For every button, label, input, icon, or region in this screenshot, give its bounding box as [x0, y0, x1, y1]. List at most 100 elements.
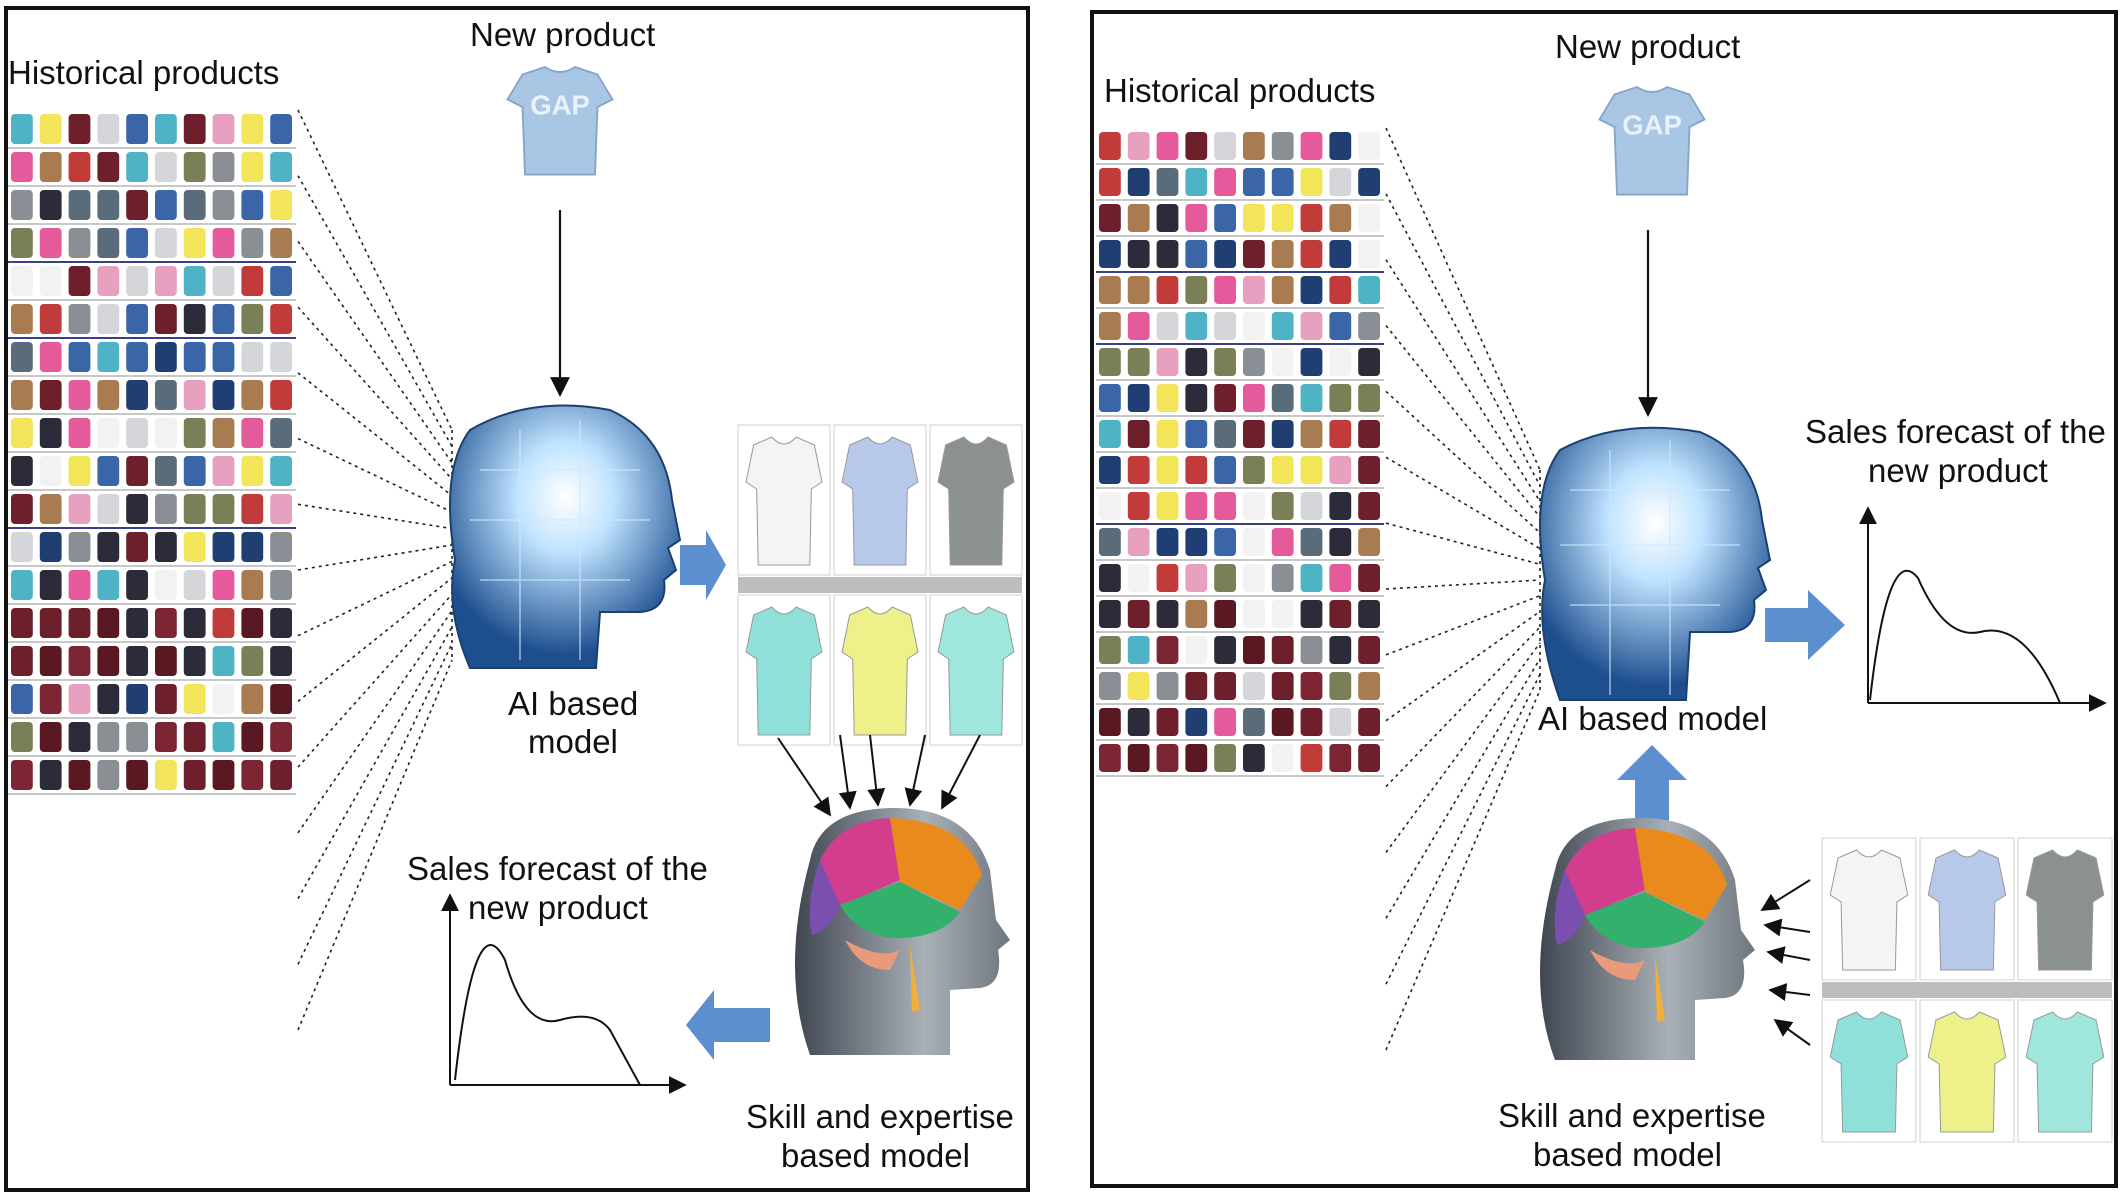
- garment-thumbnail: [126, 646, 148, 676]
- garment-thumbnail: [183, 684, 206, 714]
- garment-thumbnail: [1127, 348, 1150, 376]
- garment-thumbnail: [1099, 276, 1121, 304]
- garment-thumbnail: [1300, 636, 1323, 664]
- garment-thumbnail: [212, 494, 235, 524]
- skill-label-line1: Skill and expertise: [746, 1098, 1014, 1135]
- garment-thumbnail: [1156, 384, 1179, 412]
- garment-thumbnail: [1099, 636, 1121, 664]
- garment-thumbnail: [155, 266, 177, 296]
- garment-thumbnail: [1214, 348, 1236, 376]
- garment-thumbnail: [11, 760, 33, 790]
- garment-thumbnail: [1214, 636, 1236, 664]
- garment-thumbnail: [1329, 636, 1352, 664]
- svg-text:GAP: GAP: [1622, 110, 1682, 141]
- garment-thumbnail: [1156, 528, 1179, 556]
- garment-thumbnail: [1358, 744, 1380, 772]
- garment-thumbnail: [1214, 564, 1236, 592]
- connector-lines: [1385, 127, 1541, 1051]
- garment-thumbnail: [270, 152, 292, 182]
- garment-thumbnail: [1271, 564, 1294, 592]
- garment-thumbnail: [1271, 456, 1294, 484]
- garment-thumbnail: [270, 114, 292, 144]
- garment-thumbnail: [155, 722, 177, 752]
- garment-thumbnail: [1329, 240, 1352, 268]
- garment-thumbnail: [97, 418, 120, 448]
- garment-thumbnail: [241, 304, 264, 334]
- garment-thumbnail: [68, 152, 91, 182]
- garment-thumbnail: [1243, 744, 1265, 772]
- garment-thumbnail: [1214, 708, 1236, 736]
- garment-thumbnail: [1127, 312, 1150, 340]
- garment-thumbnail: [1214, 240, 1236, 268]
- garment-thumbnail: [1185, 348, 1208, 376]
- garment-thumbnail: [1271, 708, 1294, 736]
- garment-shape: [937, 606, 1015, 736]
- garment-thumbnail: [1329, 708, 1352, 736]
- garment-thumbnail: [1185, 240, 1208, 268]
- garment-shape: [1927, 1011, 2007, 1133]
- garment-thumbnail: [1099, 456, 1121, 484]
- garment-thumbnail: [1243, 672, 1265, 700]
- garment-thumbnail: [39, 342, 62, 372]
- garment-thumbnail: [1243, 708, 1265, 736]
- garment-shape: [841, 436, 919, 566]
- input-products-grid: [1821, 837, 2113, 1143]
- garment-thumbnail: [1329, 312, 1352, 340]
- garment-thumbnail: [1329, 132, 1352, 160]
- garment-thumbnail: [68, 418, 91, 448]
- garment-thumbnail: [126, 684, 148, 714]
- garment-thumbnail: [1156, 420, 1179, 448]
- garment-thumbnail: [97, 380, 120, 410]
- garment-shape: [2025, 849, 2105, 971]
- garment-thumbnail: [212, 266, 235, 296]
- garment-thumbnail: [68, 304, 91, 334]
- garment-thumbnail: [1300, 276, 1323, 304]
- garment-thumbnail: [1185, 564, 1208, 592]
- garment-thumbnail: [1185, 672, 1208, 700]
- garment-thumbnail: [1329, 744, 1352, 772]
- garment-thumbnail: [11, 532, 33, 562]
- garment-thumbnail: [1214, 276, 1236, 304]
- garment-thumbnail: [1099, 240, 1121, 268]
- garment-thumbnail: [183, 266, 206, 296]
- garment-thumbnail: [1156, 636, 1179, 664]
- garment-thumbnail: [68, 570, 91, 600]
- garment-thumbnail: [1358, 528, 1380, 556]
- garment-thumbnail: [1099, 744, 1121, 772]
- garment-shape: [1829, 849, 1909, 971]
- garment-thumbnail: [97, 152, 120, 182]
- garment-thumbnail: [1185, 420, 1208, 448]
- garment-thumbnail: [1127, 672, 1150, 700]
- garment-thumbnail: [126, 304, 148, 334]
- garment-thumbnail: [1358, 564, 1380, 592]
- garment-thumbnail: [11, 684, 33, 714]
- garment-thumbnail: [183, 114, 206, 144]
- garment-thumbnail: [183, 228, 206, 258]
- garment-thumbnail: [126, 608, 148, 638]
- garment-thumbnail: [126, 152, 148, 182]
- garment-thumbnail: [1300, 168, 1323, 196]
- garment-thumbnail: [1214, 384, 1236, 412]
- garment-thumbnail: [270, 228, 292, 258]
- garment-thumbnail: [1300, 312, 1323, 340]
- garment-thumbnail: [97, 190, 120, 220]
- garment-thumbnail: [155, 342, 177, 372]
- garment-thumbnail: [97, 570, 120, 600]
- garment-thumbnail: [1243, 384, 1265, 412]
- garment-thumbnail: [11, 418, 33, 448]
- garment-thumbnail: [1300, 492, 1323, 520]
- garment-thumbnail: [1127, 708, 1150, 736]
- garment-thumbnail: [1185, 312, 1208, 340]
- garment-thumbnail: [39, 228, 62, 258]
- garment-thumbnail: [1243, 132, 1265, 160]
- garment-thumbnail: [97, 342, 120, 372]
- garment-thumbnail: [1243, 240, 1265, 268]
- garment-thumbnail: [1156, 492, 1179, 520]
- garment-thumbnail: [155, 418, 177, 448]
- garment-thumbnail: [1127, 528, 1150, 556]
- garment-thumbnail: [68, 684, 91, 714]
- garment-thumbnail: [11, 304, 33, 334]
- garment-thumbnail: [11, 722, 33, 752]
- garment-thumbnail: [1300, 528, 1323, 556]
- garment-thumbnail: [1358, 276, 1380, 304]
